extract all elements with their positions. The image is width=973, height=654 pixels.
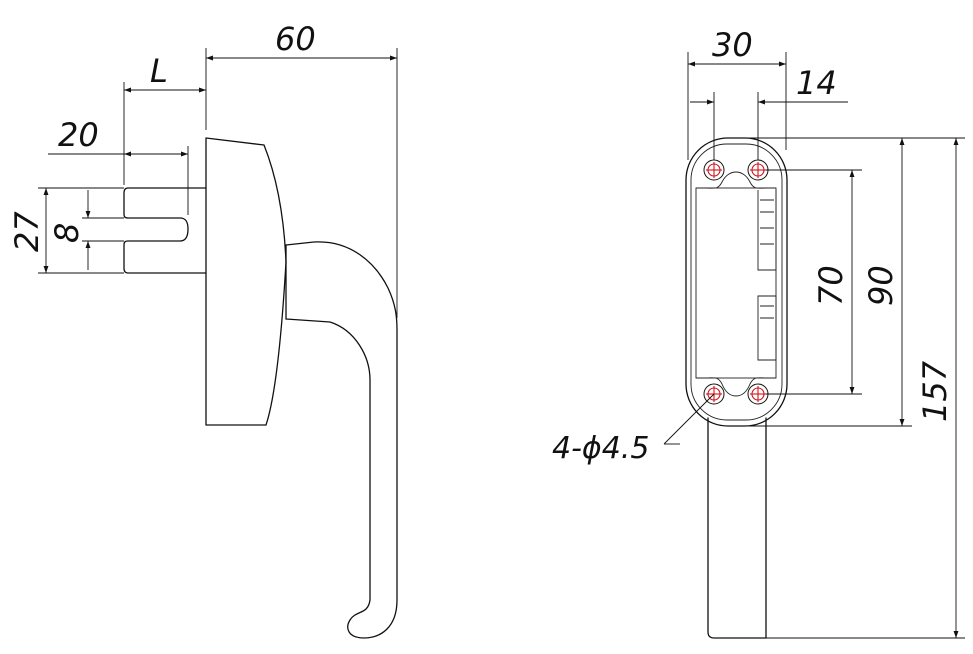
dimension-8: 8 (48, 190, 124, 270)
dimension-157-label: 157 (916, 360, 954, 422)
dimension-8-label: 8 (48, 223, 86, 243)
dimension-70-label: 70 (812, 265, 850, 306)
front-base-inner (690, 143, 783, 421)
dimension-20: 20 (48, 116, 189, 215)
dimension-70: 70 (766, 169, 862, 395)
hole-callout: 4-ϕ4.5 (552, 393, 715, 466)
dimension-27: 27 (8, 187, 124, 274)
dimension-L-label: L (150, 52, 168, 90)
front-lever-shaft (707, 417, 767, 639)
side-handle-lever (285, 241, 398, 639)
mounting-hole-top-left (703, 159, 725, 181)
dimension-90-label: 90 (862, 265, 900, 306)
dimension-60-label: 60 (275, 20, 316, 58)
front-plate-bottom (696, 377, 776, 397)
side-spindle (123, 187, 207, 274)
dimension-14-label: 14 (796, 64, 837, 102)
hole-callout-label: 4-ϕ4.5 (552, 431, 649, 466)
front-mechanism (757, 190, 777, 361)
dimension-157: 157 (760, 137, 965, 639)
mounting-hole-top-right (747, 159, 769, 181)
side-base-outline (205, 137, 287, 426)
front-plate-top (696, 171, 776, 189)
dimension-L: L (123, 52, 206, 185)
front-view: 30 14 70 90 157 (552, 26, 965, 639)
front-base-outer (685, 137, 788, 427)
side-view: 60 L 20 27 8 (8, 20, 398, 639)
front-plate-body (695, 187, 777, 379)
mounting-hole-bottom-right (747, 383, 769, 405)
dimension-27-label: 27 (8, 211, 46, 252)
dimension-20-label: 20 (58, 116, 99, 154)
dimension-14: 14 (690, 64, 848, 160)
dimension-30: 30 (687, 26, 787, 160)
dimension-30-label: 30 (712, 26, 753, 64)
dimension-60: 60 (205, 20, 398, 318)
